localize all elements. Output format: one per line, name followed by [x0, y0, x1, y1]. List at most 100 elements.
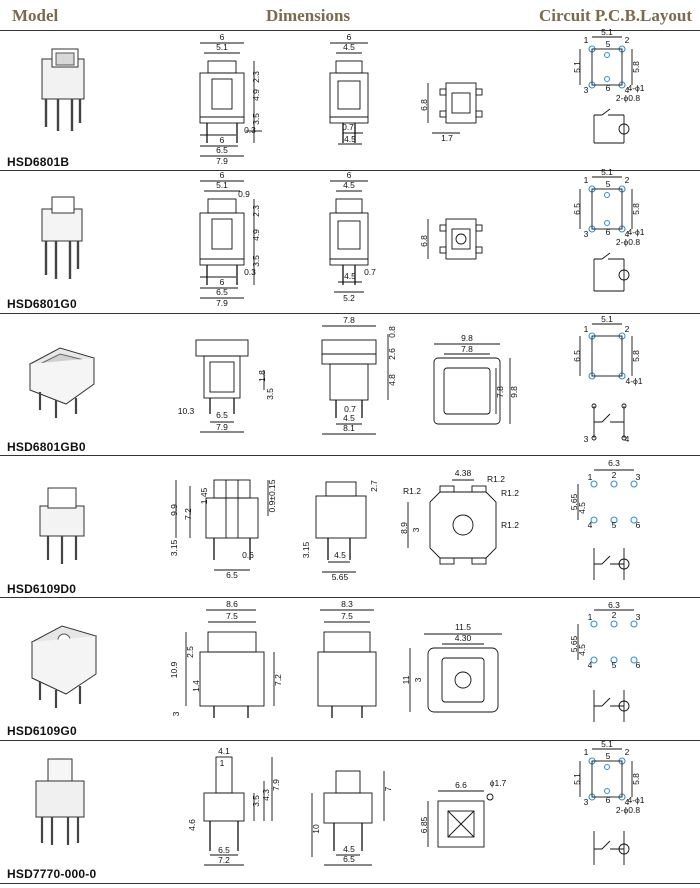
model-label: HSD6801B: [7, 155, 70, 169]
dimension-label: 1.7: [441, 133, 453, 143]
pin-number-label: 1: [584, 35, 589, 45]
pin-number-label: 1: [588, 472, 593, 482]
dimension-label: 4-ϕ1: [627, 83, 644, 93]
dimension-label: 3.5: [251, 113, 261, 125]
product-row: HSD6801GB0: [0, 314, 700, 455]
separator-line: [0, 597, 700, 598]
dimension-label: 4-ϕ1: [627, 795, 644, 805]
separator-line: [0, 170, 700, 171]
side-view-drawing: [321, 325, 389, 435]
dimension-label: 7: [383, 786, 393, 791]
dimension-label: 2.3: [251, 71, 261, 83]
dimension-label: 9.8: [461, 333, 473, 343]
product-photo: [41, 196, 83, 279]
dimension-label: 5.65: [569, 635, 579, 652]
dimension-label: 4.3: [261, 789, 271, 801]
dimension-label: 4.5: [344, 134, 356, 144]
dimension-label: 6.5: [572, 350, 582, 362]
pin-number-label: 4: [625, 797, 630, 807]
table-header: Model Dimensions Circuit P.C.B.Layout: [0, 0, 700, 32]
dimension-label: 6.8: [419, 99, 429, 111]
dimension-label: 7.2: [183, 508, 193, 520]
dimension-label: 2-ϕ0.8: [616, 237, 640, 247]
dimension-label: 7.5: [226, 611, 238, 621]
pin-number-label: 4: [588, 520, 593, 530]
dimension-label: 6.5: [216, 287, 228, 297]
separator-line: [0, 740, 700, 741]
product-photo: [39, 487, 85, 564]
pin-number-label: 6: [606, 227, 611, 237]
dimension-label: 4.9: [251, 89, 261, 101]
dimension-label: 7.2: [273, 674, 283, 686]
dimension-label: R1.2: [403, 486, 421, 496]
pin-number-label: 4: [625, 229, 630, 239]
dimension-label: 6.5: [226, 570, 238, 580]
dimension-label: 1: [220, 758, 225, 768]
model-label: HSD7770-000-0: [7, 867, 97, 881]
pin-number-label: 2: [625, 35, 630, 45]
row-drawings: 65.10.92.34.93.50.366.57.964.50.74.55.26…: [41, 167, 645, 308]
pin-number-label: 6: [606, 795, 611, 805]
front-view-drawing: [199, 42, 262, 157]
dimension-label: 6.5: [343, 854, 355, 864]
dimension-label: 7.5: [341, 611, 353, 621]
dimension-label: 2.5: [185, 646, 195, 658]
pin-number-label: 6: [606, 83, 611, 93]
header-circuit: Circuit P.C.B.Layout: [539, 6, 693, 25]
circuit-diagram: [593, 690, 630, 722]
pcb-layout-drawing: [577, 469, 638, 524]
pin-number-label: 2: [612, 610, 617, 620]
product-photo: [30, 625, 98, 708]
pin-number-label: 4: [625, 85, 630, 95]
pcb-layout-drawing: [579, 323, 633, 380]
row-drawings: 65.12.34.93.50.366.57.964.50.74.56.81.75…: [41, 27, 645, 166]
pin-number-label: 1: [584, 747, 589, 757]
pin-number-label: 6: [636, 660, 641, 670]
dimension-label: 5.8: [631, 350, 641, 362]
product-row: HSD6801B: [0, 27, 700, 170]
dimension-label: 0.9±0.15: [267, 479, 277, 512]
dimension-label: 10.3: [178, 406, 195, 416]
dimension-label: 6.6: [455, 780, 467, 790]
dimension-label: 7.9: [216, 422, 228, 432]
separator-line: [0, 30, 700, 31]
pcb-layout-drawing: [579, 748, 633, 801]
side-view-drawing: [315, 481, 367, 573]
pin-number-label: 3: [584, 229, 589, 239]
dimension-label: 2.6: [387, 348, 397, 360]
dimension-label: 5.1: [601, 167, 613, 177]
dimension-label: 4.6: [187, 819, 197, 831]
pin-number-label: 1: [584, 175, 589, 185]
dimension-label: R1.2: [501, 520, 519, 530]
dimension-label: 7.8: [343, 315, 355, 325]
product-row: HSD6801G0: [0, 167, 700, 313]
dimension-label: 6: [347, 32, 352, 42]
circuit-diagram: [593, 252, 630, 292]
dimension-label: 2-ϕ0.8: [616, 805, 640, 815]
pin-number-label: 4: [588, 660, 593, 670]
product-row: HSD6109D0: [0, 456, 700, 597]
product-row: HSD6109G0: [0, 598, 700, 740]
separator-line: [0, 313, 700, 314]
dimension-label: 5.1: [216, 180, 228, 190]
pin-number-label: 3: [636, 612, 641, 622]
dimension-label: 7.9: [216, 156, 228, 166]
front-view-drawing: [203, 756, 273, 866]
dimension-label: 4.5: [343, 42, 355, 52]
dimension-label: 5.8: [631, 61, 641, 73]
dimension-label: 11: [401, 675, 411, 684]
pin-number-label: 4: [625, 434, 630, 444]
dimension-label: 6.3: [608, 600, 620, 610]
dimension-label: 4.5: [577, 644, 587, 656]
dimension-label: 8.9: [399, 522, 409, 534]
product-photo: [41, 48, 85, 131]
dimension-label: 3.5: [265, 388, 275, 400]
pin-number-label: 3: [584, 85, 589, 95]
dimension-label: 7.2: [218, 855, 230, 865]
separator-line: [0, 455, 700, 456]
dimension-label: 4.38: [455, 468, 472, 478]
dimension-label: R1.2: [487, 474, 505, 484]
dimension-label: 4.5: [577, 502, 587, 514]
